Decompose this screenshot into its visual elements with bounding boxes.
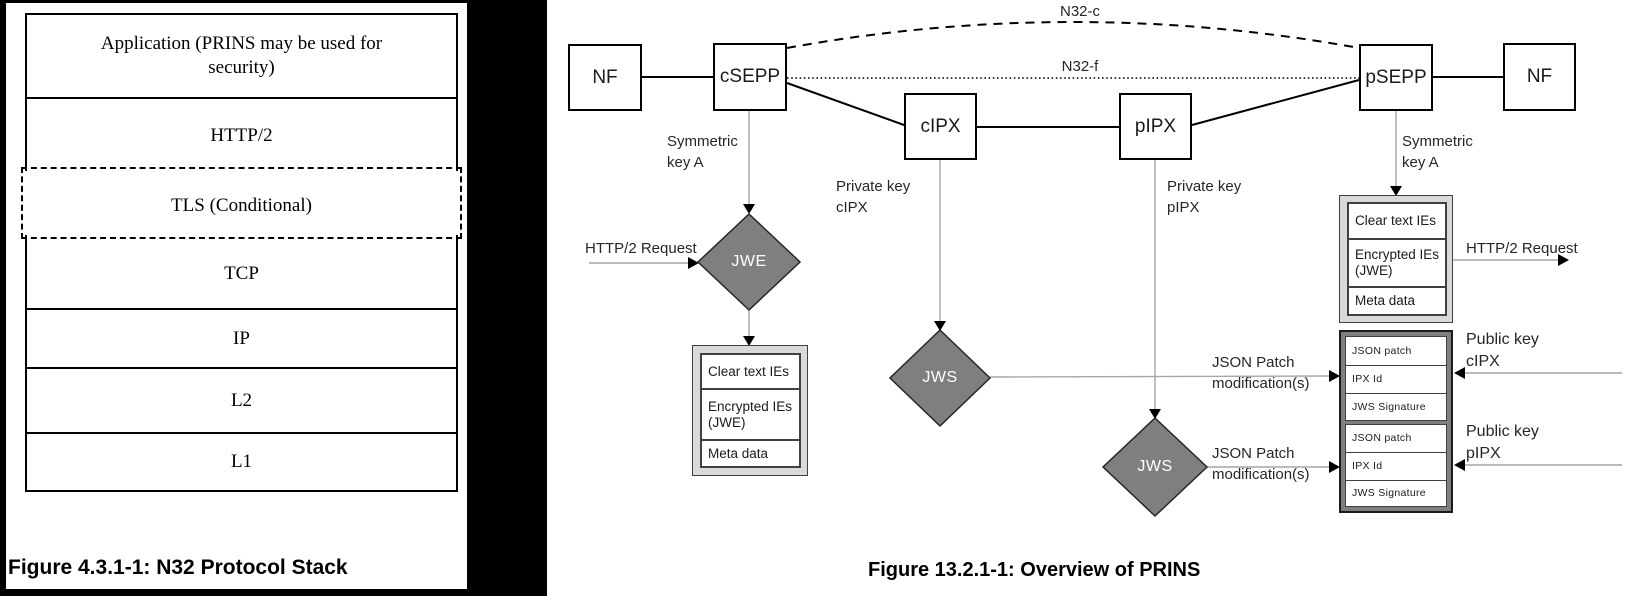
arrowhead-jws2-patch	[1329, 461, 1340, 473]
right-figure-caption: Figure 13.2.1-1: Overview of PRINS	[868, 559, 1201, 581]
pipx-cell-json-patch: JSON patch	[1352, 432, 1412, 445]
json-patch-modification-label-1: JSON Patch modification(s)	[1212, 354, 1310, 392]
link-pipx-psepp	[1191, 79, 1360, 126]
jwe-diamond	[696, 212, 802, 312]
jws-cipx-diamond-label: JWS	[922, 369, 958, 386]
arrowhead-pubkey-pipx	[1454, 459, 1465, 471]
node-psepp: pSEPP	[1359, 44, 1433, 111]
n32c-label: N32-c	[1059, 3, 1100, 20]
jws-diamond-cipx	[888, 328, 992, 428]
stack-layer-l1: L1	[27, 432, 456, 490]
http2-request-left-label: HTTP/2 Request	[585, 240, 697, 257]
cipx-cell-jws-signature: JWS Signature	[1346, 393, 1446, 420]
pipx-cell-jws-signature: JWS Signature	[1346, 480, 1446, 506]
http2-request-right-label: HTTP/2 Request	[1466, 240, 1578, 257]
jwe-result-cell-clear-text: Clear text IEs	[708, 363, 790, 379]
arrowhead-http2-left	[688, 257, 699, 269]
symmetric-key-a-left-label: Symmetric key A	[667, 133, 738, 171]
arrowhead-jws1-patch	[1329, 370, 1340, 382]
tls-dashed-outline	[21, 167, 462, 239]
jws1-to-patchbox-line	[989, 375, 1332, 378]
arrowhead-jws1-top	[934, 321, 946, 331]
jwe-result-message-box: Clear text IEs Encrypted IEs (JWE) Meta …	[692, 345, 808, 476]
psepp-cell-meta-data: Meta data	[1349, 286, 1445, 314]
cipx-cell-json-patch: JSON patch	[1352, 344, 1412, 357]
stack-layer-tcp: TCP	[224, 263, 259, 285]
n32f-label: N32-f	[1061, 58, 1099, 75]
arrowhead-pubkey-cipx	[1454, 367, 1465, 379]
psepp-message-box: Clear text IEs Encrypted IEs (JWE) Meta …	[1339, 195, 1453, 323]
node-nf-right: NF	[1503, 43, 1576, 111]
left-figure-caption: Figure 4.3.1-1: N32 Protocol Stack	[8, 556, 348, 579]
private-key-cipx-label: Private key cIPX	[836, 178, 911, 216]
stack-layer-application: Application (PRINS may be used for secur…	[100, 33, 383, 78]
arrowhead-jws2-top	[1149, 409, 1161, 419]
arrowhead-psepp-msgbox	[1390, 186, 1402, 196]
node-pipx: pIPX	[1119, 93, 1192, 160]
jws-diamond-pipx	[1101, 416, 1209, 518]
arrowhead-jwe-top	[743, 204, 755, 214]
private-key-pipx-label: Private key pIPX	[1167, 178, 1242, 216]
psepp-cell-encrypted: Encrypted IEs (JWE)	[1349, 238, 1445, 286]
tls-border-mask-right	[454, 171, 459, 235]
jwe-result-cell-meta-data: Meta data	[702, 439, 799, 466]
json-patch-modification-label-2: JSON Patch modification(s)	[1212, 445, 1310, 483]
n32-protocol-stack-box: Application (PRINS may be used for secur…	[25, 13, 458, 492]
link-csepp-cipx	[786, 82, 905, 126]
arrowhead-http2-right	[1558, 254, 1569, 266]
node-cipx: cIPX	[904, 93, 977, 160]
tls-border-mask-left	[24, 171, 29, 235]
pipx-cell-ipx-id: IPX Id	[1346, 452, 1446, 480]
json-patch-stack-box: JSON patch IPX Id JWS Signature JSON pat…	[1339, 330, 1453, 513]
psepp-cell-clear-text: Clear text IEs	[1355, 213, 1437, 229]
jws-pipx-diamond-label: JWS	[1137, 458, 1173, 475]
cipx-cell-ipx-id: IPX Id	[1346, 365, 1446, 393]
stack-layer-l2: L2	[27, 367, 456, 432]
symmetric-key-a-right-label: Symmetric key A	[1402, 133, 1473, 171]
stack-layer-http2: HTTP/2	[27, 97, 456, 172]
json-patch-box-pipx: JSON patch IPX Id JWS Signature	[1345, 424, 1447, 507]
stack-layer-tls: TLS (Conditional)	[171, 195, 312, 217]
node-csepp: cSEPP	[713, 43, 787, 111]
jwe-result-cell-encrypted: Encrypted IEs (JWE)	[702, 388, 799, 439]
jwe-diamond-label: JWE	[731, 253, 767, 270]
node-nf-left: NF	[568, 44, 642, 111]
public-key-cipx-label: Public key cIPX	[1466, 331, 1539, 371]
arrowhead-jwe-msgbox	[743, 336, 755, 346]
public-key-pipx-label: Public key pIPX	[1466, 423, 1539, 463]
stack-layer-ip: IP	[27, 308, 456, 367]
n32c-dashed-curve	[786, 21, 1360, 49]
json-patch-box-cipx: JSON patch IPX Id JWS Signature	[1345, 336, 1447, 421]
